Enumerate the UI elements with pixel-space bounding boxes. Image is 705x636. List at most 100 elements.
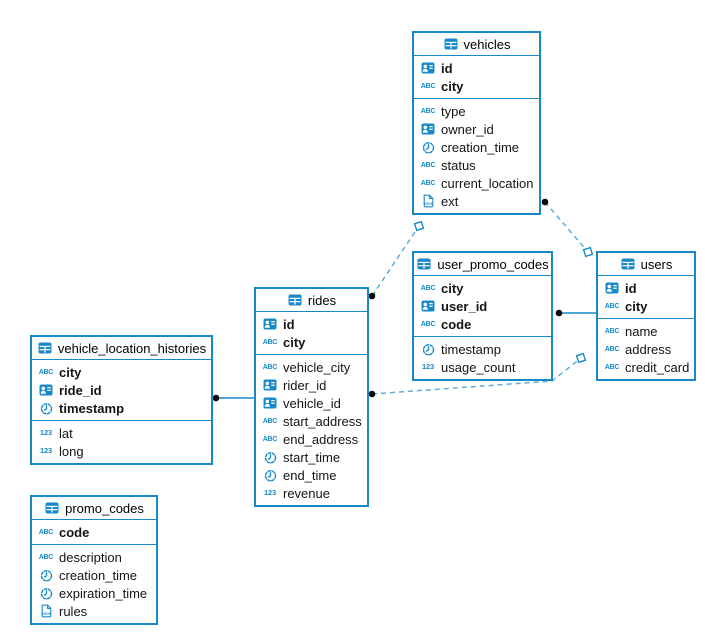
column-row-id: id: [256, 315, 367, 333]
relationship-fk-dot-marker: [368, 390, 376, 398]
table-title: users: [640, 256, 673, 272]
column-name: code: [59, 524, 90, 540]
column-name: vehicle_id: [283, 395, 341, 411]
number-icon: 123: [40, 446, 52, 456]
number-icon: 123: [40, 428, 52, 438]
id-card-icon: [262, 318, 278, 330]
column-row-user_id: user_id: [414, 297, 551, 315]
column-name: owner_id: [441, 121, 494, 137]
table-icon: [620, 258, 636, 270]
column-name: city: [441, 78, 464, 94]
id-card-icon: [420, 62, 436, 74]
table-icon: [44, 502, 60, 514]
relationship-line-rides-users[interactable]: [371, 357, 582, 395]
table-header[interactable]: vehicles: [414, 33, 539, 56]
text-icon: ABC: [420, 179, 436, 187]
column-name: expiration_time: [59, 585, 148, 601]
column-name: name: [625, 323, 658, 339]
table-header[interactable]: users: [598, 253, 694, 276]
column-row-ride_id: ride_id: [32, 381, 211, 399]
column-name: id: [283, 316, 295, 332]
column-row-revenue: 123 revenue: [256, 484, 367, 502]
column-name: ext: [441, 193, 459, 209]
text-icon: ABC: [604, 345, 620, 353]
column-row-city: ABC city: [256, 333, 367, 351]
relationship-line-vehicles-users[interactable]: [544, 201, 589, 253]
column-row-creation_time: creation_time: [32, 566, 156, 584]
column-name: id: [441, 60, 453, 76]
table-icon: [287, 294, 303, 306]
text-icon: ABC: [38, 368, 54, 376]
text-icon: ABC: [38, 553, 54, 561]
column-name: rules: [59, 603, 88, 619]
column-name: rider_id: [283, 377, 327, 393]
table-icon: [416, 258, 432, 270]
table-icon: [443, 38, 459, 50]
json-icon: JSON: [420, 194, 436, 208]
timestamp-icon: [38, 402, 54, 415]
timestamp-icon: [38, 569, 54, 582]
column-row-rules: JSON rules: [32, 602, 156, 620]
table-title: rides: [307, 292, 337, 308]
id-card-icon: [420, 300, 436, 312]
column-row-vehicle_id: vehicle_id: [256, 394, 367, 412]
column-name: revenue: [283, 485, 330, 501]
column-row-timestamp: timestamp: [414, 340, 551, 358]
column-row-start_address: ABC start_address: [256, 412, 367, 430]
text-icon: ABC: [420, 161, 436, 169]
relationship-ref-square-marker: [582, 246, 594, 258]
id-card-icon: [604, 282, 620, 294]
column-name: city: [283, 334, 306, 350]
column-name: creation_time: [59, 567, 138, 583]
text-icon: ABC: [604, 363, 620, 371]
json-icon: JSON: [38, 604, 54, 618]
column-name: id: [625, 280, 637, 296]
column-row-start_time: start_time: [256, 448, 367, 466]
column-name: end_address: [283, 431, 359, 447]
column-name: end_time: [283, 467, 337, 483]
column-row-rider_id: rider_id: [256, 376, 367, 394]
text-icon: ABC: [262, 338, 278, 346]
text-icon: ABC: [420, 320, 436, 328]
table-header[interactable]: promo_codes: [32, 497, 156, 520]
column-name: type: [441, 103, 466, 119]
relationship-ref-square-marker: [413, 220, 425, 232]
column-name: start_address: [283, 413, 362, 429]
svg-text:JSON: JSON: [423, 202, 433, 206]
text-icon: ABC: [604, 302, 620, 310]
timestamp-icon: [420, 343, 436, 356]
table-header[interactable]: rides: [256, 289, 367, 312]
table-header[interactable]: user_promo_codes: [414, 253, 551, 276]
column-name: timestamp: [59, 400, 125, 416]
table-header[interactable]: vehicle_location_histories: [32, 337, 211, 360]
number-icon: 123: [264, 488, 276, 498]
text-icon: ABC: [262, 417, 278, 425]
column-row-timestamp: timestamp: [32, 399, 211, 417]
